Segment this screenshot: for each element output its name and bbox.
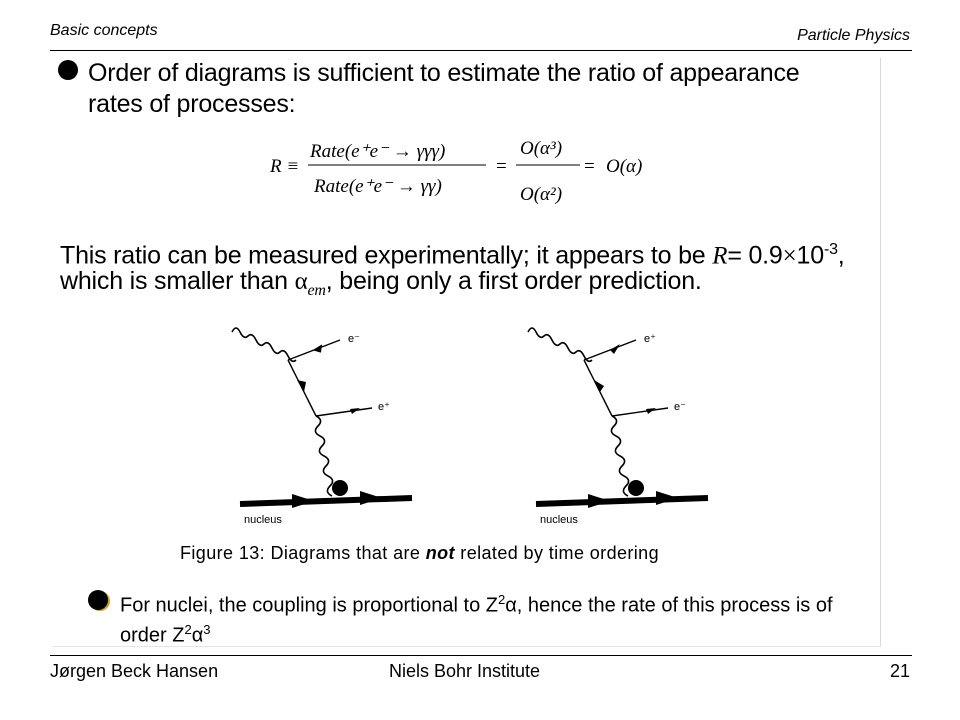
label-mid: e⁺ [378,401,390,413]
label-top: e⁺ [644,333,656,345]
measurement-line-2: which is smaller than αem, being only a … [60,267,702,299]
feynman-diagram-1: e⁻ e⁺ nucleus [231,327,413,526]
nucleus-vertex [628,480,644,496]
nucleus-line [535,495,709,507]
eq-lhs: R ≡ [269,156,299,177]
eq-rhs: O(α) [606,156,642,177]
slide-header-left: Basic concepts [50,22,158,39]
ratio-equation: R ≡ Rate(e⁺e⁻ → γγγ) Rate(e⁺e⁻ → γγ) = O… [269,138,642,205]
bullet-dot-1 [58,60,78,80]
feynman-diagram-2: e⁺ e⁻ nucleus [527,327,709,526]
nucleus-vertex [332,480,348,496]
virtual-photon [610,415,630,497]
nuclei-coupling-text: For nuclei, the coupling is proportional… [120,592,833,647]
footer-divider [50,655,912,656]
footer-institute: Niels Bohr Institute [389,661,541,681]
label-top: e⁻ [348,333,360,345]
bullet1-line1: Order of diagrams is sufficient to estim… [88,59,800,87]
label-nucleus: nucleus [244,514,282,526]
eq-numerator-2: O(α³) [520,138,562,159]
measurement-line-1: This ratio can be measured experimentall… [60,241,845,270]
electron-line-mid [611,407,669,417]
footer-author: Jørgen Beck Hansen [50,661,219,681]
eq-numerator: Rate(e⁺e⁻ → γγγ) [309,141,445,162]
figure-caption: Figure 13: Diagrams that are not related… [180,543,660,563]
eq-equals-1: = [496,156,507,177]
ratio-symbol: R [712,242,728,270]
incoming-photon [231,327,297,363]
eq-denominator: Rate(e⁺e⁻ → γγ) [313,176,442,197]
eq-denominator-2: O(α²) [520,184,562,205]
header-divider [50,50,912,51]
electron-line-mid [315,407,373,417]
incoming-photon [527,327,593,363]
nucleus-line [239,495,413,507]
bullet1-line2: rates of processes: [88,90,296,118]
slide-number: 21 [889,661,910,681]
label-nucleus: nucleus [540,514,578,526]
content-panel [52,58,881,647]
bullet-dot-2 [88,590,108,610]
slide-header-right: Particle Physics [797,27,910,44]
arrow-top [312,344,323,353]
eq-equals-2: = [584,156,595,177]
virtual-photon [314,415,334,497]
label-mid: e⁻ [674,401,686,413]
